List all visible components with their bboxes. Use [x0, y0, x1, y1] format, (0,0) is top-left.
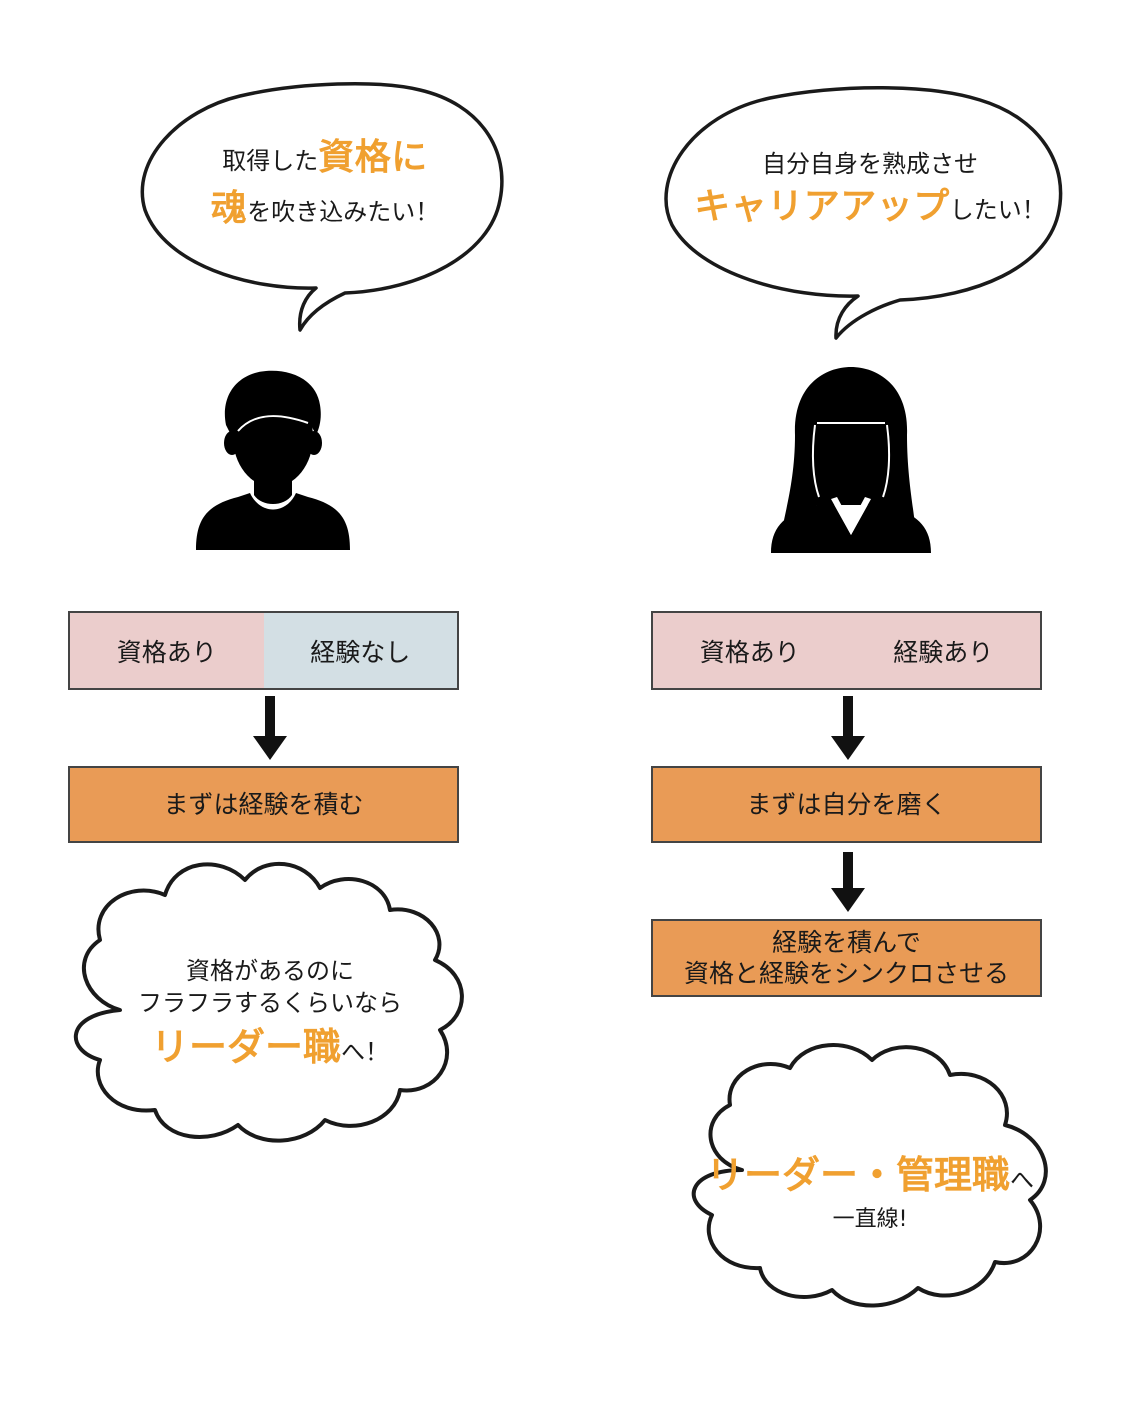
left-cloud-line1: 資格があるのに	[186, 957, 354, 985]
left-speech-line1-highlight: 資格に	[318, 137, 428, 178]
right-status-experienced: 経験あり	[893, 637, 994, 667]
right-step2-line2: 資格と経験をシンクロさせる	[683, 959, 1009, 988]
right-cloud-line1-suffix: へ	[1010, 1166, 1034, 1194]
woman-silhouette-icon	[771, 367, 931, 553]
right-down-arrow-icon-2	[831, 852, 865, 912]
left-down-arrow-icon	[253, 696, 287, 760]
right-cloud-line2: 一直線!	[832, 1207, 908, 1233]
left-status-qualified: 資格あり	[70, 613, 264, 688]
left-speech-line2-highlight: 魂	[210, 188, 248, 230]
right-cloud-line1-highlight: リーダー・管理職	[705, 1153, 1010, 1197]
right-speech-line1: 自分自身を熟成させ	[762, 150, 978, 178]
left-speech-line2-suffix: を吹き込みたい！	[247, 198, 440, 227]
right-status-qualified: 資格あり	[699, 637, 800, 667]
right-cloud-text: リーダー・管理職へ 一直線!	[705, 1150, 1035, 1235]
left-status-box: 資格あり 経験なし	[68, 611, 459, 690]
left-cloud-line2: フラフラするくらいなら	[138, 989, 402, 1018]
right-down-arrow-icon-1	[831, 696, 865, 760]
right-step-sync-experience: 経験を積んで 資格と経験をシンクロさせる	[651, 919, 1042, 997]
left-speech-line1-prefix: 取得した	[222, 147, 319, 175]
left-cloud-line3-highlight: リーダー職	[150, 1024, 341, 1069]
right-status-box: 資格あり 経験あり	[651, 611, 1042, 690]
right-step2-line1: 経験を積んで	[772, 927, 921, 957]
right-speech-text: 自分自身を熟成させ キャリアアップしたい！	[690, 150, 1050, 228]
man-silhouette-icon	[196, 370, 350, 550]
left-status-no-experience: 経験なし	[263, 613, 457, 688]
right-step-polish-self: まずは自分を磨く	[651, 766, 1042, 843]
left-cloud-text: 資格があるのに フラフラするくらいなら リーダー職へ！	[110, 955, 430, 1073]
right-speech-line2-highlight: キャリアアップ	[694, 185, 950, 227]
left-speech-text: 取得した資格に 魂を吹き込みたい！	[150, 136, 500, 230]
right-speech-line2-suffix: したい！	[949, 195, 1046, 224]
left-step-gain-experience: まずは経験を積む	[68, 766, 459, 843]
left-cloud-line3-suffix: へ！	[341, 1037, 389, 1066]
